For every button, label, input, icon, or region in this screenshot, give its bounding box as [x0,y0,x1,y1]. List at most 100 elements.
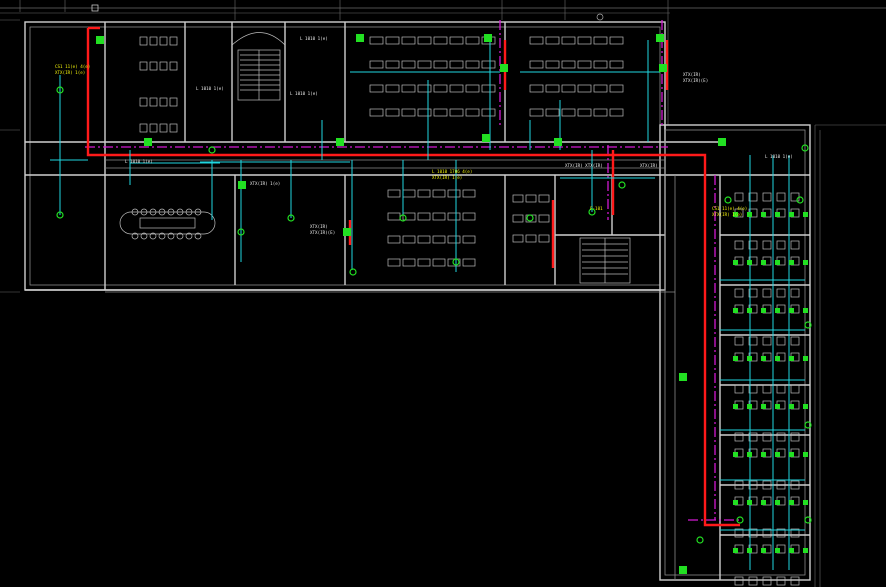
valve-icon [336,138,344,146]
fixture [734,240,744,250]
sprinkler-head-icon [775,500,780,505]
sprinkler-head-icon [747,404,752,409]
desk [447,235,461,244]
desk [401,84,416,93]
svg-text:L 1010 1706 4(e): L 1010 1706 4(e) [432,169,472,174]
sprinkler-head-icon [696,536,704,544]
sprinkler-head-icon [588,208,596,216]
fixture [748,384,758,394]
sprinkler-head-icon [736,516,744,524]
sprinkler-head-icon [761,260,766,265]
desk [462,189,476,198]
sprinkler-head-icon [208,146,216,154]
desk [561,36,576,45]
sprinkler-head-icon [526,214,534,222]
svg-text:XTX(IR)(E): XTX(IR)(E) [683,78,708,83]
fixture [762,336,772,346]
sprinkler-head-icon [747,548,752,553]
sprinkler-head-icon [801,144,809,152]
desk [577,108,592,117]
desk [561,108,576,117]
desk [385,36,400,45]
desk [417,84,432,93]
sprinkler-head-icon [747,308,752,313]
valve-icon [482,134,490,142]
desk [402,235,416,244]
sprinkler-head-icon [775,212,780,217]
fixture [762,480,772,490]
desk [402,258,416,267]
desk [609,36,624,45]
toilet [139,97,148,107]
desk [417,60,432,69]
desk [465,36,480,45]
toilet [159,97,168,107]
valve-icon [343,228,351,236]
chair [194,232,202,240]
desk [433,60,448,69]
svg-text:L 1010 1(e): L 1010 1(e) [300,36,328,41]
desk [525,234,537,243]
desk [538,234,550,243]
toilet [149,61,158,71]
sprinkler-head-icon [747,260,752,265]
fixture [776,288,786,298]
desk [481,108,496,117]
desk [577,60,592,69]
sprinkler-head-icon [789,452,794,457]
fixture [748,240,758,250]
desk [481,84,496,93]
fixture [748,336,758,346]
valve-icon [356,34,364,42]
sprinkler-head-icon [804,421,812,429]
desk [529,60,544,69]
desk [385,84,400,93]
fixture [748,288,758,298]
fixture [776,528,786,538]
desk [447,189,461,198]
sprinkler-head-icon [287,214,295,222]
toilet [149,97,158,107]
sprinkler-head-icon [747,500,752,505]
sprinkler-head-icon [789,308,794,313]
valve-icon [718,138,726,146]
svg-text:L 1010 1(e): L 1010 1(e) [125,159,153,164]
desk [512,194,524,203]
valve-icon [554,138,562,146]
desk [577,84,592,93]
svg-text:L 1010 1(e): L 1010 1(e) [765,154,793,159]
svg-text:XTX(IR): XTX(IR) [683,72,701,77]
desk [369,60,384,69]
desk [465,108,480,117]
desk [369,36,384,45]
fixture [776,432,786,442]
desk [577,36,592,45]
sprinkler-head-icon [775,404,780,409]
fixture [790,432,800,442]
toilet [149,36,158,46]
desk [525,194,537,203]
desk [538,214,550,223]
desk [545,36,560,45]
toilet [159,36,168,46]
desk [512,214,524,223]
sprinkler-head-icon [803,212,808,217]
desk [538,194,550,203]
staircases [231,32,631,284]
fixture [762,576,772,586]
sprinkler-head-icon [733,404,738,409]
boundary-dashed-lines [85,20,740,521]
desk [387,212,401,221]
sprinkler-head-icon [775,308,780,313]
svg-text:L 1010 1(e): L 1010 1(e) [290,91,318,96]
fixture [762,288,772,298]
sprinkler-head-icon [796,196,804,204]
toilet [169,123,178,133]
chair [176,232,184,240]
svg-text:XTX(IR) 1(e): XTX(IR) 1(e) [432,175,462,180]
desk [545,60,560,69]
fixture [790,384,800,394]
toilet [149,123,158,133]
desk [447,212,461,221]
desk [417,212,431,221]
